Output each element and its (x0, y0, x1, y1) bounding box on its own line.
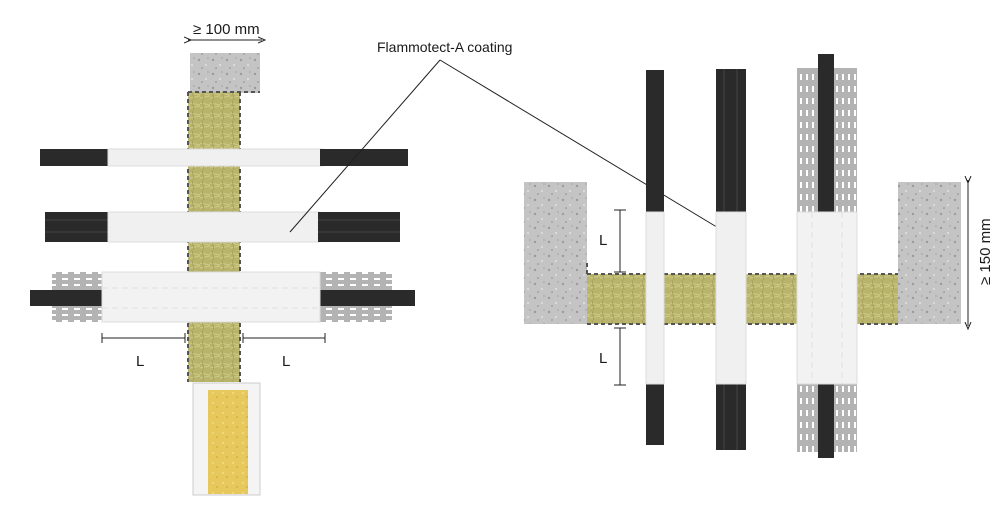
concrete-cap (190, 53, 260, 93)
coating-label: Flammotect-A coating (377, 39, 512, 55)
length-label-right: L (282, 353, 290, 370)
slab-penetration-view: L L ≥ 150 mm (524, 54, 994, 458)
pipe-1 (40, 148, 408, 167)
slab-thickness-label: ≥ 150 mm (977, 218, 994, 285)
lower-wall-board-core (208, 390, 248, 494)
concrete-block-left (524, 182, 587, 324)
pipe-b (715, 69, 747, 450)
coating-callout: Flammotect-A coating (289, 39, 731, 236)
callout-leader-left (289, 59, 441, 233)
callout-leader-right (439, 59, 731, 236)
length-label-left: L (136, 353, 144, 370)
pipe-3 (30, 271, 415, 323)
pipe-a (645, 70, 665, 445)
pipe-2 (45, 211, 400, 243)
length-label-lower: L (599, 350, 607, 367)
wall-penetration-view: ≥ 100 mm L L (30, 21, 415, 496)
concrete-block-right (898, 182, 961, 324)
wall-thickness-label: ≥ 100 mm (193, 21, 260, 38)
length-label-upper: L (599, 232, 607, 249)
wall-coating-outline (187, 91, 260, 382)
pipe-c (796, 54, 858, 458)
